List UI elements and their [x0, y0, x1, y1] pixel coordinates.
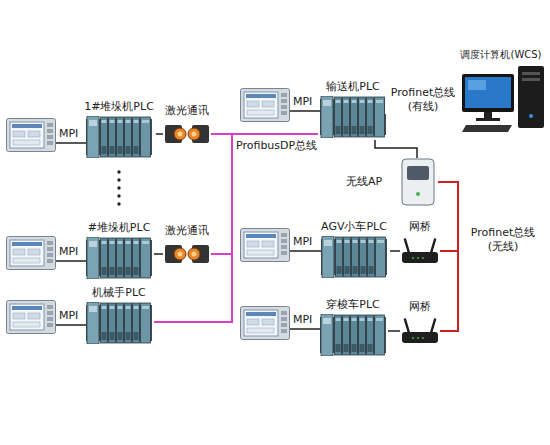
label-box: MPI [293, 95, 312, 109]
ap-label: 无线AP [346, 175, 382, 189]
plc-label: AGV小车PLC [321, 220, 387, 234]
mpi-label: MPI [293, 235, 312, 249]
hmi-screen [241, 307, 290, 340]
laser-device [165, 125, 209, 143]
ellipsis-dots [117, 170, 120, 205]
mpi-label: MPI [293, 95, 312, 109]
plc-rack [321, 236, 387, 278]
bus-connector [211, 134, 318, 254]
laser-node: 激光通讯 [163, 224, 211, 268]
hmi-screen [241, 89, 290, 122]
plc-rack [320, 96, 386, 138]
edge-label-box: Profinet总线 (有线) [385, 86, 461, 114]
plc-node: AGV小车PLC [318, 220, 390, 280]
plc-rack [86, 116, 152, 158]
label-box: MPI [293, 235, 312, 249]
mpi-wires [56, 111, 321, 329]
bus-connector [388, 330, 400, 332]
bus-label: Profinet总线 (无线) [467, 226, 539, 254]
label-box: MPI [59, 309, 78, 323]
plc-label: 输送机PLC [326, 80, 379, 94]
plc-node: 机械手PLC [84, 286, 154, 346]
plc-label: 1#堆垛机PLC [84, 100, 154, 114]
bus-connector [156, 133, 163, 135]
plc-node: 穿梭车PLC [318, 298, 388, 358]
laser-label: 激光通讯 [165, 104, 209, 118]
bridge-icon [402, 240, 438, 264]
ap-icon [402, 159, 434, 205]
bus-connector [438, 182, 458, 251]
bus-label: Profinet总线 (有线) [385, 86, 461, 114]
label-box: Profinet总线 (无线) [467, 226, 539, 254]
label-box: MPI [59, 245, 78, 259]
computer-label: 调度计算机(WCS) [460, 48, 541, 62]
hmi-screen [7, 119, 56, 152]
laser-node: 激光通讯 [163, 104, 211, 148]
plc-rack [320, 314, 386, 356]
bus-connector [375, 140, 417, 158]
plc-label: #堆垛机PLC [88, 221, 151, 235]
laser-device [165, 245, 209, 263]
hmi-screen [7, 301, 56, 334]
bus-connector [154, 253, 163, 255]
bridge-node: 网桥 [400, 300, 440, 344]
bridge-label: 网桥 [409, 300, 431, 314]
label-box: MPI [59, 127, 78, 141]
hmi-screen [7, 237, 56, 270]
bus-label: ProfibusDP总线 [236, 139, 317, 153]
plc-rack [86, 302, 152, 344]
hmi-screen [241, 229, 290, 262]
bus-connector [438, 182, 458, 331]
label-box: ProfibusDP总线 [236, 139, 317, 153]
ap-node: 无线AP [346, 158, 438, 206]
bus-connector [154, 134, 318, 322]
plc-node: #堆垛机PLC [84, 221, 154, 281]
plc-label: 穿梭车PLC [326, 298, 379, 312]
plc-node: 1#堆垛机PLC [82, 100, 156, 160]
mpi-label: MPI [59, 309, 78, 323]
bridge-label: 网桥 [409, 220, 431, 234]
computer-icon [462, 66, 544, 132]
computer-node: 调度计算机(WCS) [458, 48, 544, 138]
bridge-node: 网桥 [400, 220, 440, 264]
plc-rack [86, 237, 152, 279]
bridge-icon [402, 320, 438, 344]
laser-label: 激光通讯 [165, 224, 209, 238]
plc-node: 输送机PLC [318, 80, 388, 140]
mpi-label: MPI [59, 127, 78, 141]
bus-connector [390, 250, 400, 252]
plc-label: 机械手PLC [92, 286, 145, 300]
mpi-label: MPI [293, 313, 312, 327]
mpi-label: MPI [59, 245, 78, 259]
label-box: MPI [293, 313, 312, 327]
